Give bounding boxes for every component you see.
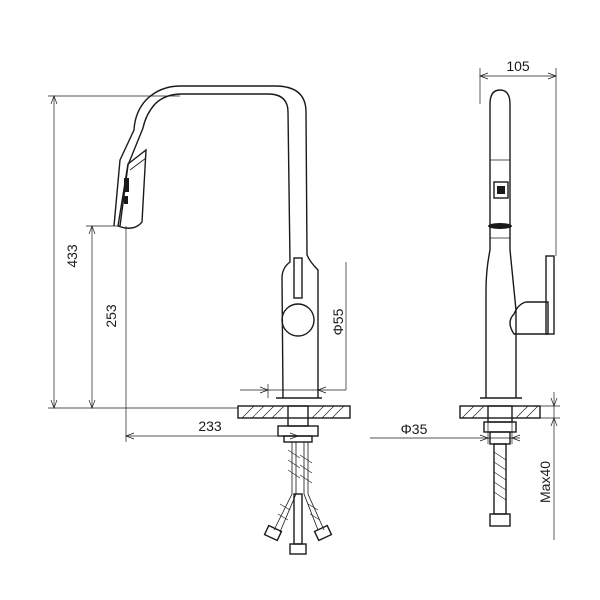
side-spray-button-inner xyxy=(497,186,505,194)
side-hose-fitting xyxy=(489,513,511,527)
dim-side-width: 105 xyxy=(506,58,530,74)
front-spout-inner xyxy=(113,85,319,398)
front-spray-button-2 xyxy=(124,196,128,204)
dim-overall-height: 433 xyxy=(64,244,80,268)
dim-reach: 233 xyxy=(198,418,222,434)
front-spray-head xyxy=(117,148,147,229)
front-hose-right-b xyxy=(307,442,325,531)
front-spout-outline xyxy=(119,93,291,399)
front-hose-fitting-center xyxy=(289,543,307,555)
front-spray-joint xyxy=(129,157,147,171)
front-countertop-hatch xyxy=(241,405,345,419)
front-hose-left xyxy=(273,442,293,531)
front-dimensions: 433 253 233 Φ55 xyxy=(48,95,347,442)
front-mount-nut xyxy=(277,425,319,437)
side-dimensions: 105 Φ35 Max40 xyxy=(370,58,560,540)
front-shank xyxy=(287,405,309,427)
side-handle xyxy=(509,301,549,335)
front-hose-fitting-right xyxy=(313,524,333,542)
side-view xyxy=(459,89,555,527)
side-shank xyxy=(487,405,513,423)
side-countertop-hatch xyxy=(461,405,539,419)
side-lever xyxy=(545,255,555,335)
side-spray-button xyxy=(493,181,509,199)
front-hose-center xyxy=(293,493,303,545)
front-handle-knob xyxy=(281,303,315,337)
side-spout-outline xyxy=(485,89,517,398)
front-view xyxy=(113,85,351,555)
front-hose-right xyxy=(303,442,319,531)
front-hose-fitting-left xyxy=(263,524,283,542)
side-spray-ring xyxy=(488,223,512,229)
front-mount-washer xyxy=(283,435,313,443)
side-hose-braid xyxy=(493,451,507,501)
dim-max-deck-thickness: Max40 xyxy=(537,461,553,503)
front-countertop xyxy=(237,405,351,419)
front-hose-braid xyxy=(277,449,321,521)
side-mount-nut xyxy=(483,421,517,433)
dim-base-diameter: Φ55 xyxy=(330,308,346,335)
dim-spout-height: 253 xyxy=(103,304,119,328)
front-lever xyxy=(293,257,303,299)
dim-hole-diameter: Φ35 xyxy=(401,421,428,437)
front-spray-button xyxy=(124,178,129,192)
